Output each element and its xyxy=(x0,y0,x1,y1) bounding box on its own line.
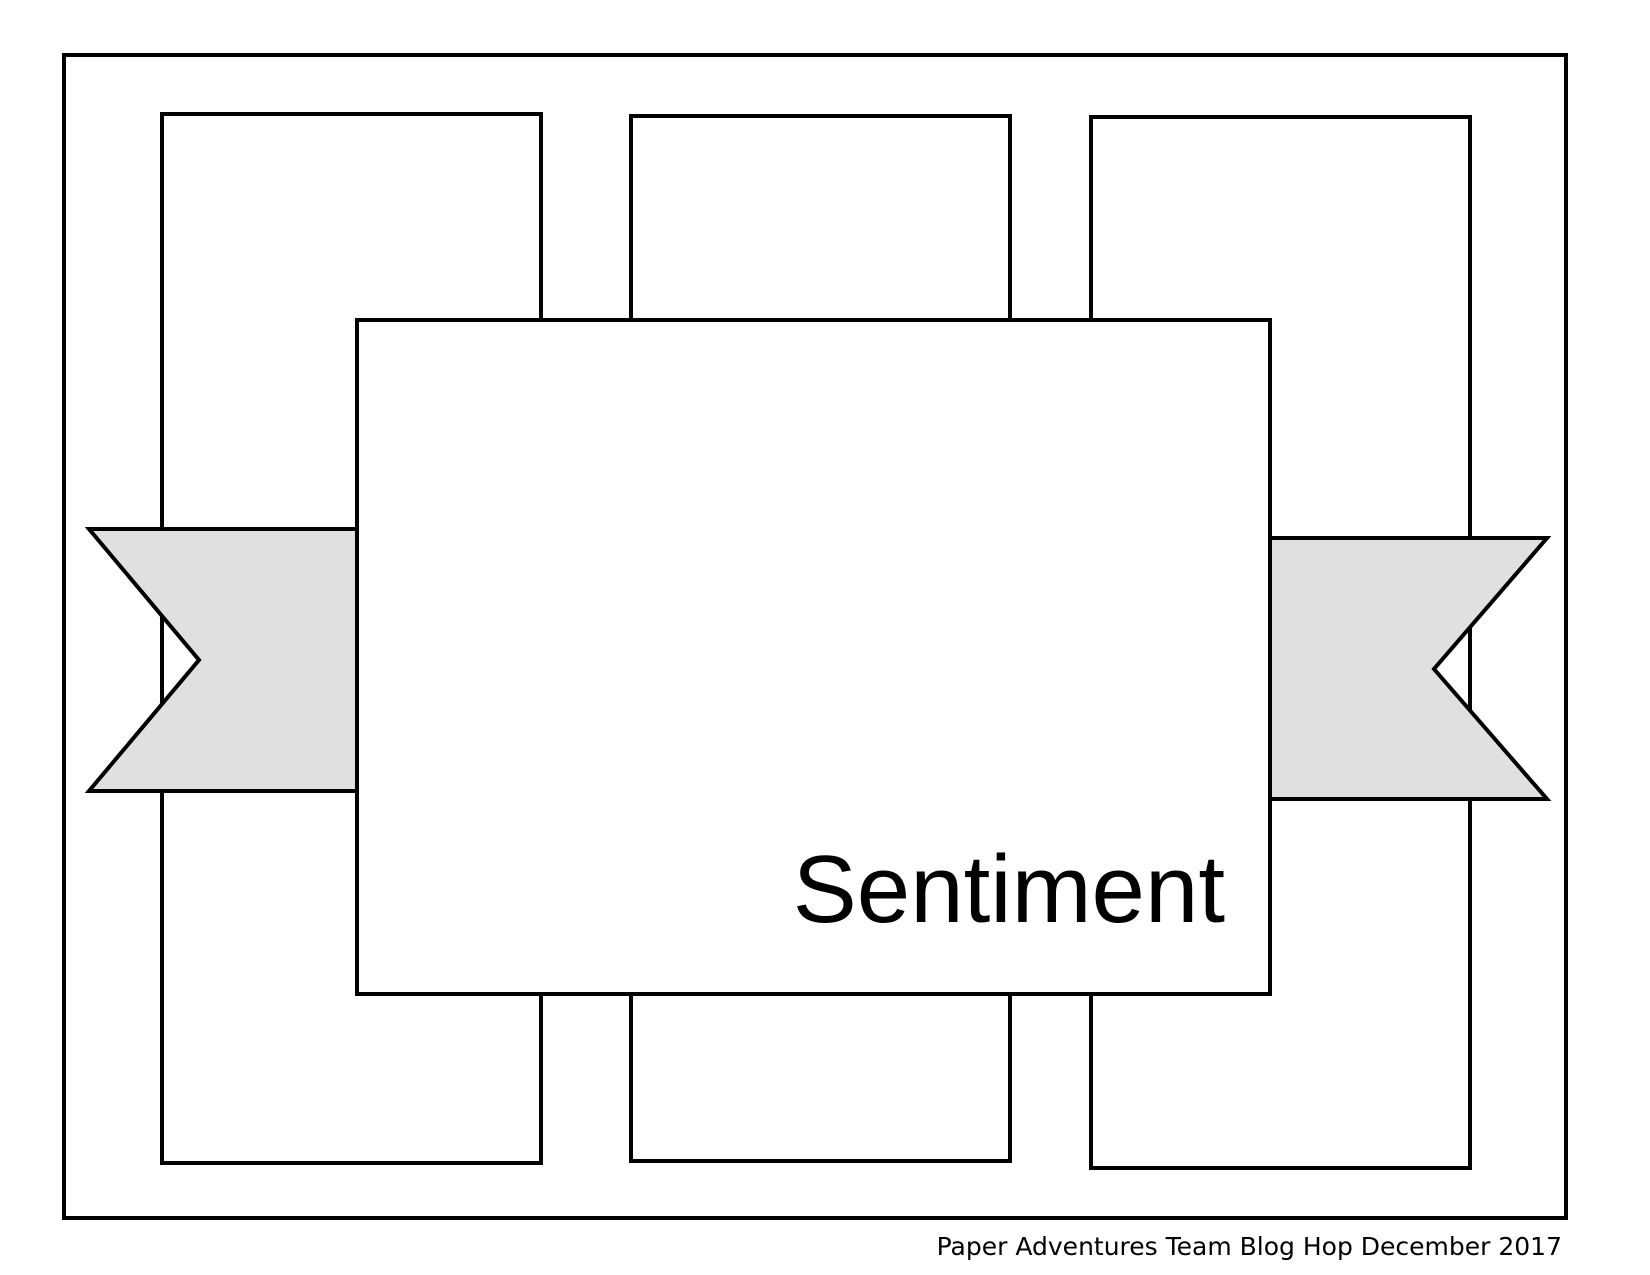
sentiment-label: Sentiment xyxy=(793,836,1225,943)
left-banner-flag xyxy=(84,527,359,793)
footer-credit: Paper Adventures Team Blog Hop December … xyxy=(937,1232,1562,1261)
center-focal-panel xyxy=(355,318,1272,996)
